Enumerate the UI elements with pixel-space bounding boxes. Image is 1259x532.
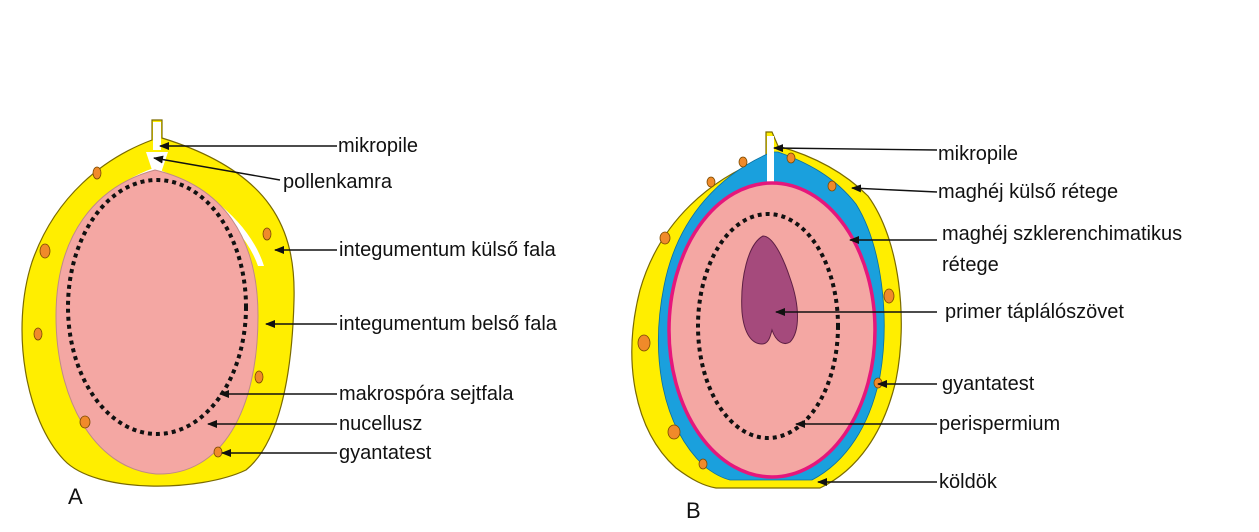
label-outer-wall: integumentum külső fala [339, 239, 557, 261]
resin-body [827, 180, 837, 192]
resin-body [92, 166, 102, 180]
resin-body [254, 370, 264, 384]
panel-b-letter: B [686, 498, 701, 523]
resin-body [33, 327, 43, 341]
leader-line [153, 155, 281, 181]
panel-a-micropyle-slit [153, 122, 161, 150]
label-seed-coat-outer: maghéj külső rétege [938, 181, 1118, 203]
panel-b-endosperm-boundary [696, 212, 840, 440]
label-micropyle: mikropile [338, 135, 418, 157]
resin-body [262, 227, 272, 241]
resin-body [667, 424, 681, 440]
panel-a-labels: mikropile pollenkamra integumentum külső… [68, 135, 558, 509]
label-nucellus: nucellusz [339, 413, 422, 435]
resin-body [883, 288, 895, 304]
panel-b-labels: mikropile maghéj külső rétege maghéj szk… [686, 143, 1182, 523]
resin-body [637, 334, 651, 352]
panel-b-resin-bodies [637, 152, 895, 470]
leader-line [773, 144, 938, 153]
resin-body [39, 243, 51, 259]
label-hilum: köldök [939, 471, 998, 493]
resin-body [706, 176, 716, 188]
panel-a-resin-bodies [33, 166, 272, 458]
label-pollen-chamber: pollenkamra [283, 171, 393, 193]
resin-body [698, 458, 708, 470]
label-seed-coat-scler-line1: maghéj szklerenchimatikus [942, 223, 1182, 245]
panel-a-megaspore-wall [66, 178, 248, 436]
label-micropyle: mikropile [938, 143, 1018, 165]
resin-body [786, 152, 796, 164]
resin-body [213, 446, 223, 458]
resin-body [659, 231, 671, 245]
resin-body [873, 377, 883, 389]
label-perisperm: perispermium [939, 413, 1060, 435]
label-megaspore-wall: makrospóra sejtfala [339, 383, 514, 405]
label-inner-wall: integumentum belső fala [339, 313, 558, 335]
panel-b-embryo [741, 235, 798, 345]
label-primary-tissue: primer táplálószövet [945, 301, 1124, 323]
panel-a-letter: A [68, 484, 83, 509]
panel-b-seed [631, 131, 902, 489]
leader-line [851, 184, 938, 193]
label-seed-coat-scler-line2: rétege [942, 254, 999, 276]
label-resin-body: gyantatest [339, 442, 432, 464]
panel-a-nucellus [55, 169, 259, 475]
resin-body [79, 415, 91, 429]
panel-b-micropyle-slit [767, 136, 774, 188]
label-resin-body: gyantatest [942, 373, 1035, 395]
resin-body [738, 156, 748, 168]
